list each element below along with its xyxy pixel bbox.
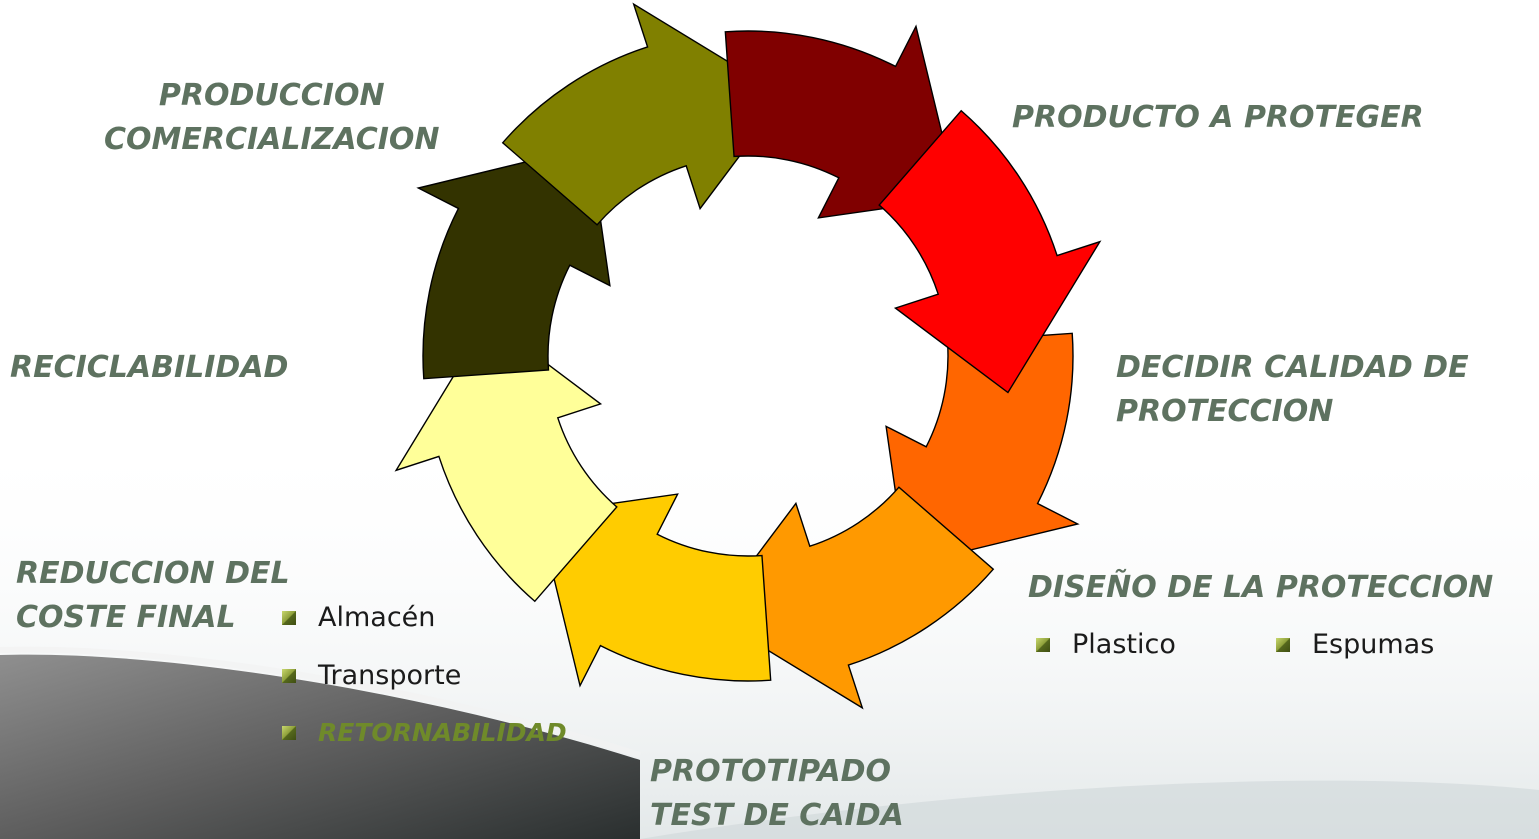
stage-label-line: RECICLABILIDAD <box>10 350 289 385</box>
cycle-arrow-8 <box>724 24 959 219</box>
stage-label-diseno: DISEÑO DE LA PROTECCION <box>1028 566 1493 610</box>
stage-label-line: COMERCIALIZACION <box>104 122 440 157</box>
cycle-arrow-1 <box>878 109 1102 394</box>
cycle-arrows <box>394 2 1102 710</box>
bullet-square-icon <box>282 610 296 625</box>
list-item-label: RETORNABILIDAD <box>318 718 567 747</box>
cycle-arrow-7 <box>501 2 786 226</box>
stage-label-line: PROTOTIPADO <box>650 754 892 789</box>
bullet-square-icon <box>1276 637 1290 652</box>
stage-label-producto: PRODUCTO A PROTEGER <box>1012 96 1424 140</box>
list-item-label: Almacén <box>318 602 436 633</box>
list-item-plastico: Plastico <box>1036 629 1176 660</box>
cycle-arrow-4 <box>537 493 772 688</box>
stage-label-coste: REDUCCION DEL COSTE FINAL <box>16 552 290 640</box>
bullet-square-icon <box>282 668 296 683</box>
stage-label-line: PROTECCION <box>1116 394 1334 429</box>
list-item-transporte: Transporte <box>282 660 461 691</box>
stage-label-line: DISEÑO DE LA PROTECCION <box>1028 570 1494 605</box>
stage-label-line: TEST DE CAIDA <box>650 798 904 833</box>
cycle-arrow-3 <box>710 486 995 710</box>
stage-label-prototipado: PROTOTIPADO TEST DE CAIDA <box>650 750 904 838</box>
stage-label-decidir: DECIDIR CALIDAD DE PROTECCION <box>1116 346 1469 434</box>
cycle-arrow-5 <box>394 318 618 603</box>
list-item-label: Espumas <box>1312 629 1435 660</box>
stage-label-reciclabilidad: RECICLABILIDAD <box>10 346 288 390</box>
bullet-square-icon <box>1036 637 1050 652</box>
stage-label-line: PRODUCCION <box>158 78 385 113</box>
stage-label-line: DECIDIR CALIDAD DE <box>1116 350 1469 385</box>
list-item-label: Plastico <box>1072 629 1176 660</box>
bullet-square-icon <box>282 725 296 740</box>
list-item-label: Transporte <box>318 660 462 691</box>
stage-label-produccion: PRODUCCION COMERCIALIZACION <box>104 74 439 162</box>
list-item-espumas: Espumas <box>1276 629 1434 660</box>
stage-label-line: PRODUCTO A PROTEGER <box>1012 100 1424 135</box>
list-item-almacen: Almacén <box>282 602 435 633</box>
cycle-arrow-2 <box>885 332 1080 567</box>
stage-label-line: COSTE FINAL <box>16 600 236 635</box>
stage-label-line: REDUCCION DEL <box>16 556 290 591</box>
list-item-retornabilidad: RETORNABILIDAD <box>282 718 567 747</box>
cycle-arrow-6 <box>416 145 611 380</box>
